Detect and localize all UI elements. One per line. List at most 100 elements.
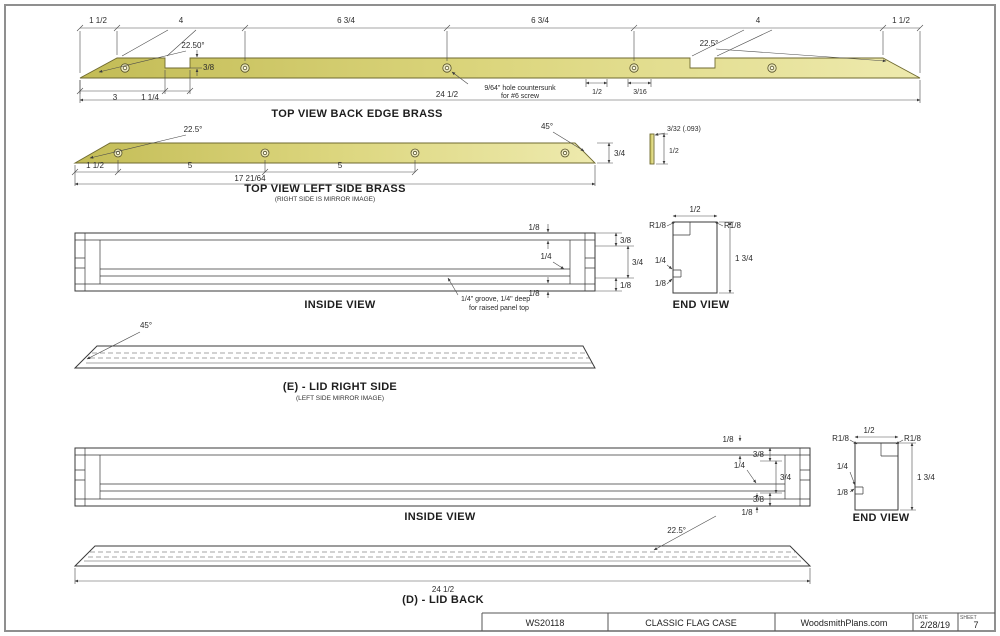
view-subtitle: (RIGHT SIDE IS MIRROR IMAGE) (275, 196, 375, 203)
dim-label: 1/8 (528, 223, 540, 232)
dim-label: 1/8 (722, 435, 734, 444)
dim-label: 3/4 (632, 258, 644, 267)
dim-label: 3/4 (614, 149, 626, 158)
dim-label: 6 3/4 (531, 16, 549, 25)
dimension-lines (74, 568, 811, 584)
brass-strip (73, 142, 597, 164)
hidden-lines (88, 551, 798, 558)
part-detail-lines (673, 222, 691, 278)
dim-label: 5 (188, 161, 193, 170)
dimension-lines (71, 131, 613, 186)
dim-label: 1/2 (592, 89, 602, 96)
view-lid-back-inside: 1/8 3/8 1/4 3/4 3/8 1/8 INSIDE VIEW (74, 435, 811, 523)
radius-label: R1/8 (724, 221, 741, 230)
hidden-lines (90, 352, 589, 359)
dim-label: 24 1/2 (436, 90, 459, 99)
angle-label: 45° (140, 321, 152, 330)
dim-label: 1/8 (528, 289, 540, 298)
part-subtitle: (LEFT SIDE MIRROR IMAGE) (296, 395, 384, 402)
dim-label: 1 1/2 (89, 16, 107, 25)
dimension-lines (666, 214, 734, 294)
dim-label: 1/8 (620, 281, 632, 290)
part-detail-lines (75, 233, 595, 291)
dim-label: 3/4 (780, 473, 792, 482)
dim-label: 3/8 (203, 63, 215, 72)
publisher: WoodsmithPlans.com (801, 618, 888, 628)
dimension-lines (654, 132, 668, 165)
dim-label: 24 1/2 (432, 585, 455, 594)
dim-label: 3/8 (753, 495, 765, 504)
angle-label: 22.5° (184, 125, 203, 134)
radius-label: R1/8 (649, 221, 666, 230)
dim-label: 1 1/2 (892, 16, 910, 25)
dimension-lines (738, 435, 782, 513)
part-outline (73, 545, 812, 567)
angle-label: 22.5° (700, 39, 719, 48)
title-block: WS20118 CLASSIC FLAG CASE WoodsmithPlans… (481, 612, 995, 631)
angle-label: 22.50° (181, 41, 204, 50)
date-label: DATE (915, 615, 929, 621)
screw-holes (113, 148, 570, 158)
view-top-back-edge-brass: 1 1/2 4 6 3/4 6 3/4 4 1 1/2 22.50° 22.5°… (76, 16, 924, 120)
dim-label: 3/32 (.093) (667, 126, 701, 133)
dim-label: 1/4 (734, 461, 746, 470)
view-title: INSIDE VIEW (404, 511, 475, 523)
dim-label: 1 1/2 (86, 161, 104, 170)
dimension-lines (447, 224, 634, 298)
page-border (4, 4, 996, 632)
brass-section (649, 133, 655, 165)
view-top-left-side-brass: 22.5° 45° 1 1/2 5 5 17 21/64 3/4 TOP VIE… (71, 122, 626, 203)
dim-label: 5 (338, 161, 343, 170)
sheet-number: 7 (973, 620, 978, 630)
view-title: INSIDE VIEW (304, 299, 375, 311)
hole-note: 9/64" hole countersunk (484, 85, 556, 92)
dim-label: 1/2 (863, 426, 875, 435)
part-outline (672, 221, 718, 294)
part-title: (E) - LID RIGHT SIDE (283, 381, 397, 393)
dim-label: 3/8 (753, 450, 765, 459)
dim-label: 1 3/4 (917, 473, 935, 482)
dim-label: 1 1/4 (141, 93, 159, 102)
groove-note: 1/4" groove, 1/4" deep (461, 296, 530, 303)
dim-label: 1/4 (540, 252, 552, 261)
dim-label: 1/2 (689, 205, 701, 214)
view-title: TOP VIEW BACK EDGE BRASS (271, 108, 442, 120)
dim-label: 4 (756, 16, 761, 25)
angle-label: 45° (541, 122, 553, 131)
dim-label: 1/8 (655, 279, 667, 288)
plan-title: CLASSIC FLAG CASE (645, 618, 737, 628)
hole-note: for #6 screw (501, 93, 540, 100)
dim-label: 3 (113, 93, 118, 102)
dimension-lines (849, 435, 916, 511)
view-lid-back-end: 1/2 R1/8 R1/8 1/4 1 3/4 1/8 END VIEW (832, 426, 935, 524)
plan-number: WS20118 (526, 618, 565, 628)
brass-strip (79, 57, 921, 79)
view-title: END VIEW (673, 299, 730, 311)
date-value: 2/28/19 (920, 620, 950, 630)
part-title: (D) - LID BACK (402, 594, 484, 606)
dim-label: 1 3/4 (735, 254, 753, 263)
dim-label: 4 (179, 16, 184, 25)
angle-leader (86, 331, 141, 360)
radius-label: R1/8 (904, 434, 921, 443)
title-block-borders (481, 612, 995, 631)
radius-label: R1/8 (832, 434, 849, 443)
dim-label: 3/8 (620, 236, 632, 245)
angle-label: 22.5° (667, 526, 686, 535)
part-outline (74, 447, 811, 507)
view-lid-side-inside: 1/8 3/8 1/4 3/4 1/8 1/8 1/4" groove, 1/4… (74, 223, 644, 312)
dim-label: 1/8 (741, 508, 753, 517)
dim-label: 1/4 (655, 256, 667, 265)
dim-label: 1/8 (837, 488, 849, 497)
view-lid-side-end: 1/2 R1/8 R1/8 1 3/4 1/4 1/8 END VIEW (649, 205, 753, 311)
dim-label: 17 21/64 (234, 174, 266, 183)
view-title: TOP VIEW LEFT SIDE BRASS (244, 183, 405, 195)
detail-brass-cross-section: 3/32 (.093) 1/2 (649, 126, 701, 165)
part-outline (854, 442, 899, 511)
view-lid-side-profile: 45° (E) - LID RIGHT SIDE (LEFT SIDE MIRR… (73, 321, 596, 402)
part-outline (73, 345, 596, 369)
dim-label: 1/4 (837, 462, 849, 471)
dim-label: 1/2 (669, 148, 679, 155)
